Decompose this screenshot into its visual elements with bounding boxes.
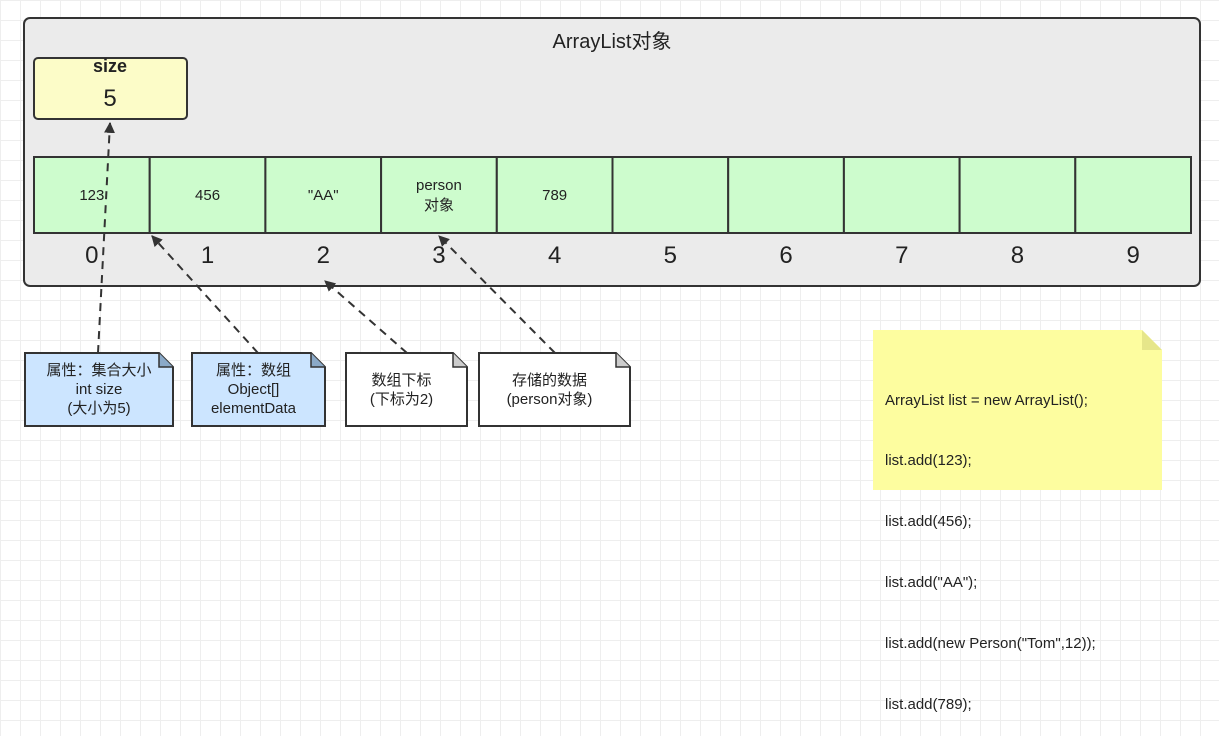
element-data-note-text: 属性：数组 Object[] elementData: [192, 353, 325, 426]
element-data-note-line: 属性：数组: [215, 362, 291, 379]
array-cell-3: [380, 156, 498, 234]
element-data-note-line: Object[]: [227, 381, 280, 398]
array-index-4: 4: [548, 242, 561, 269]
array-cell-value-3: person 对象: [416, 177, 462, 214]
size-box: [33, 57, 188, 120]
array-index-6: 6: [779, 242, 792, 269]
array-indices: 0 1 2 3 4 5 6 7 8 9: [85, 242, 1140, 269]
array-index-5: 5: [664, 242, 677, 269]
code-line: list.add(789);: [885, 696, 972, 714]
array-cell-8: [958, 156, 1077, 234]
code-line: list.add(123);: [885, 452, 972, 470]
size-note-line: 属性：集合大小: [46, 362, 152, 379]
stored-data-note-fold: [615, 353, 630, 368]
array-cell-value-line: 789: [542, 187, 567, 204]
array-cell-value-4: 789: [542, 187, 567, 204]
array-index-0: 0: [85, 242, 98, 269]
array-cell-7: [842, 156, 961, 234]
arrows: [97, 121, 556, 354]
array-cell-2: [264, 156, 383, 234]
size-note-text: 属性：集合大小 int size (大小为5): [25, 353, 173, 426]
array-cell-value-line: "AA": [308, 187, 339, 204]
array-index-3: 3: [432, 242, 445, 269]
stored-data-note-line: 存储的数据: [511, 371, 587, 389]
arrow-to-index-2: [324, 280, 408, 354]
size-note-line: int size: [75, 381, 123, 398]
array-cell-value-2: "AA": [308, 187, 339, 204]
array-cell-value-line: 456: [195, 187, 220, 204]
arrow-to-cell-1: [151, 235, 259, 354]
index-note-text: 数组下标 (下标为2): [346, 353, 467, 426]
index-note-line: 数组下标: [371, 371, 432, 389]
size-note-line: (大小为5): [67, 400, 131, 417]
arrow-to-size-box: [97, 121, 115, 354]
array-cell-value-line: 123: [79, 187, 104, 204]
size-label: size: [93, 56, 127, 76]
array-index-8: 8: [1011, 242, 1024, 269]
array-cell-0: [33, 156, 151, 234]
code-note-fold: [1142, 330, 1162, 350]
stored-data-note-text: 存储的数据 (person对象): [479, 353, 630, 426]
array-cell-1: [148, 156, 267, 234]
array-index-9: 9: [1126, 242, 1139, 269]
array-cell-9: [1074, 156, 1193, 234]
index-note-shape: [345, 352, 468, 427]
element-data-note-shape: [191, 352, 326, 427]
size-note-shape: [24, 352, 174, 427]
array-cell-5: [611, 156, 730, 234]
notes: [24, 330, 1162, 490]
stored-data-note-shape: [478, 352, 631, 427]
array-index-1: 1: [201, 242, 214, 269]
array-cell-4: [495, 156, 614, 234]
array-cell-value-1: 456: [195, 187, 220, 204]
element-data-note-line: elementData: [210, 400, 297, 417]
array-cells: 123 456 "AA" person 对象 789: [33, 156, 1193, 234]
array-cell-value-line: 对象: [424, 197, 454, 214]
code-line: list.add(new Person("Tom",12));: [885, 635, 1096, 653]
size-note-fold: [158, 353, 173, 368]
array-index-2: 2: [317, 242, 330, 269]
index-note-line: (下标为2): [369, 390, 434, 408]
array-cell-value-0: 123: [79, 187, 104, 204]
stored-data-note-line: (person对象): [506, 390, 593, 408]
array-cell-6: [727, 156, 845, 234]
code-line: list.add("AA");: [885, 574, 978, 592]
size-value: 5: [103, 85, 116, 112]
code-line: list.add(456);: [885, 513, 972, 531]
element-data-note-fold: [310, 353, 325, 368]
code-note-text: ArrayList list = new ArrayList(); list.a…: [885, 350, 1096, 736]
code-note-shape: [873, 330, 1162, 490]
container-title: ArrayList对象: [553, 30, 672, 53]
index-note-fold: [452, 353, 467, 368]
code-line: ArrayList list = new ArrayList();: [885, 391, 1088, 409]
array-cell-value-line: person: [416, 177, 462, 194]
array-index-7: 7: [895, 242, 908, 269]
